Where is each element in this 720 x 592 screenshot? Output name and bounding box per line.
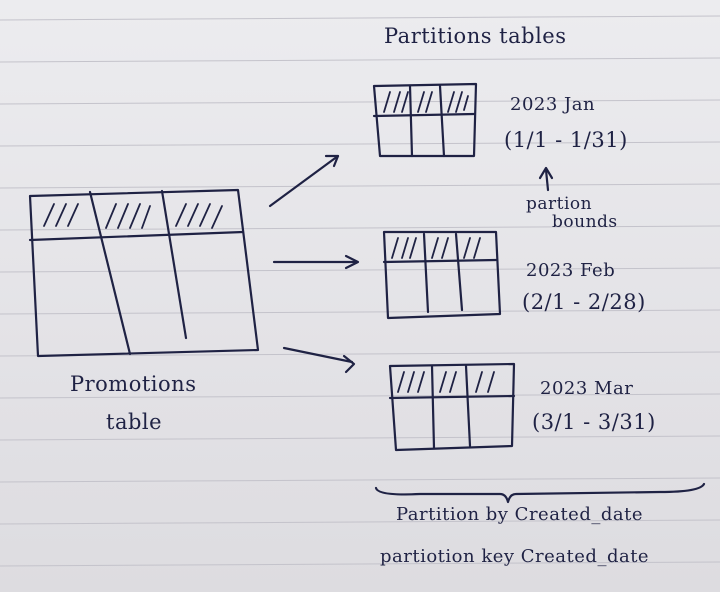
bounds-annotation-line2: bounds — [552, 212, 618, 232]
partition-feb-bounds: (2/1 - 2/28) — [522, 290, 646, 314]
partition-mar-name: 2023 Mar — [540, 378, 634, 399]
partition-arrows — [268, 154, 360, 374]
partition-table-jan — [372, 82, 478, 158]
bounds-pointer-arrow — [538, 166, 554, 192]
partition-key-note: partiotion key Created_date — [380, 546, 650, 567]
source-table-label-line1: Promotions — [70, 372, 197, 396]
source-table-label-line2: table — [106, 410, 163, 434]
partition-jan-bounds: (1/1 - 1/31) — [504, 128, 628, 152]
bounds-annotation-line1: partion — [526, 194, 593, 214]
partitions-title: Partitions tables — [384, 24, 567, 48]
partition-table-feb — [382, 230, 502, 320]
partition-table-mar — [388, 362, 516, 452]
partition-group-brace — [374, 482, 706, 504]
partition-by-note: Partition by Created_date — [396, 504, 643, 525]
promotions-table — [28, 188, 260, 358]
partition-mar-bounds: (3/1 - 3/31) — [532, 410, 656, 434]
partition-jan-name: 2023 Jan — [510, 94, 596, 115]
partition-feb-name: 2023 Feb — [526, 260, 616, 281]
